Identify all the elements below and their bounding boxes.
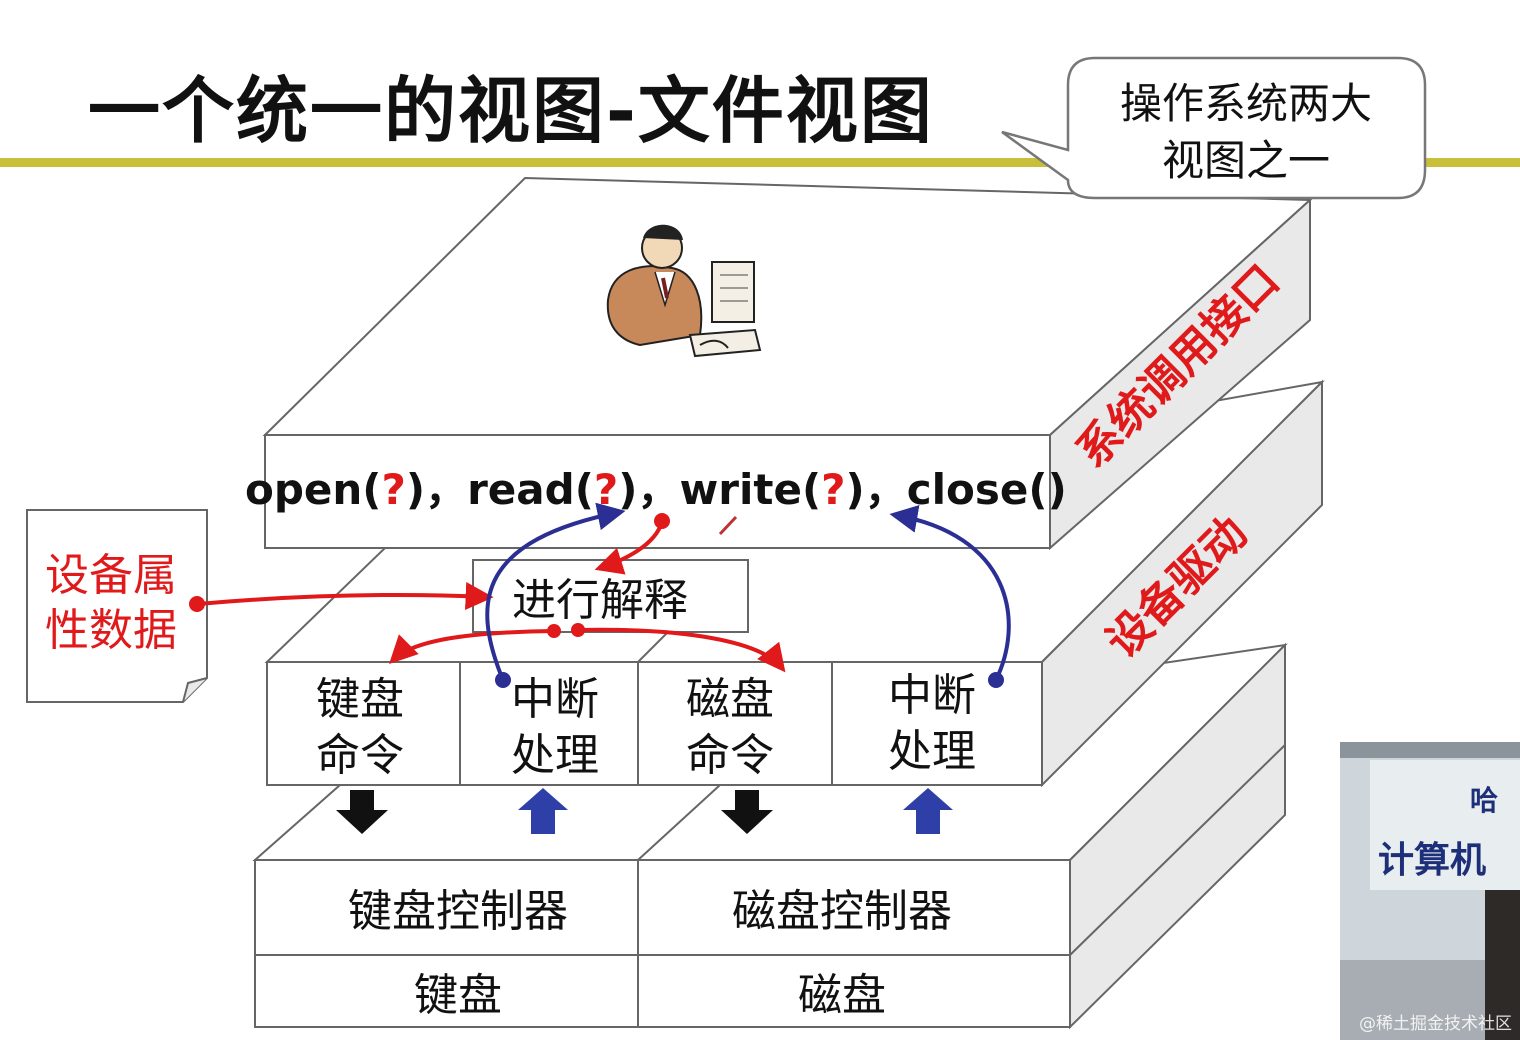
interpret-to-keyboard-arrow	[389, 629, 555, 664]
open-call: open(	[245, 465, 382, 514]
video-inset-line1: 哈	[1470, 784, 1498, 817]
down-arrow-keyboard	[336, 790, 388, 834]
read-close-paren: )	[618, 465, 637, 514]
user-at-computer-icon	[606, 224, 762, 358]
cursor-mark-icon	[718, 515, 738, 536]
device-attr-line1: 设备属	[45, 550, 177, 601]
keyboard-controller-label: 键盘控制器	[348, 886, 568, 937]
up-arrow-keyboard	[518, 788, 568, 834]
device-attr-line2: 性数据	[45, 605, 177, 656]
attr-dot	[189, 596, 205, 612]
separator-1: ，	[425, 465, 467, 514]
callout-line2: 视图之一	[1162, 136, 1330, 185]
keyboard-int-to-read-arrow	[485, 502, 626, 681]
disk-int-dot	[988, 672, 1004, 688]
disk-int-to-close-arrow	[889, 505, 1011, 681]
write-call: write(	[680, 465, 822, 514]
video-inset: 哈 计算机	[1340, 742, 1520, 1040]
down-arrow-disk	[721, 790, 773, 834]
speech-callout: 操作系统两大 视图之一	[1001, 56, 1427, 200]
read-question: ?	[594, 465, 618, 514]
slide-title: 一个统一的视图-文件视图	[88, 69, 934, 153]
keyboard-device-label: 键盘	[414, 970, 502, 1021]
syscall-line: open(?)，read(?)，write(?)，close()	[245, 465, 1067, 514]
driver-cell-disk-int-l1: 中断	[888, 670, 976, 721]
video-inset-line2: 计算机	[1378, 840, 1486, 881]
write-to-interpret-arrow	[594, 521, 664, 575]
interpret-label: 进行解释	[512, 575, 688, 626]
red-flow	[197, 521, 786, 673]
blue-flow	[485, 502, 1011, 681]
read-call: read(	[467, 465, 594, 514]
open-question: ?	[382, 465, 406, 514]
callout-line1: 操作系统两大	[1120, 79, 1372, 128]
write-dot	[654, 513, 670, 529]
watermark: @稀土掘金技术社区	[1359, 1014, 1512, 1034]
attr-to-interpret-arrow	[197, 581, 494, 610]
close-call: close()	[907, 465, 1067, 514]
title-rule	[0, 158, 1520, 167]
separator-2: ，	[637, 465, 679, 514]
driver-cell-keyboard-int-l2: 处理	[511, 730, 599, 781]
interpret-to-disk-arrow	[577, 627, 786, 673]
interpret-dot-left	[547, 624, 561, 638]
up-arrow-disk	[903, 788, 953, 834]
driver-cell-keyboard-cmd-l2: 命令	[316, 730, 404, 781]
separator-3: ，	[865, 465, 907, 514]
keyboard-int-dot	[495, 672, 511, 688]
driver-cell-keyboard-int-l1: 中断	[511, 674, 599, 725]
driver-cell-disk-cmd-l2: 命令	[686, 730, 774, 781]
device-attribute-note: 设备属 性数据	[26, 509, 208, 703]
driver-cell-keyboard-cmd-l1: 键盘	[316, 674, 404, 725]
disk-device-label: 磁盘	[798, 970, 886, 1021]
disk-controller-label: 磁盘控制器	[732, 886, 952, 937]
open-close-paren: )	[406, 465, 425, 514]
interpret-dot-right	[571, 623, 585, 637]
driver-cell-disk-cmd-l1: 磁盘	[686, 674, 774, 725]
write-close-paren: )	[846, 465, 865, 514]
write-question: ?	[821, 465, 845, 514]
driver-cell-disk-int-l2: 处理	[888, 726, 976, 777]
